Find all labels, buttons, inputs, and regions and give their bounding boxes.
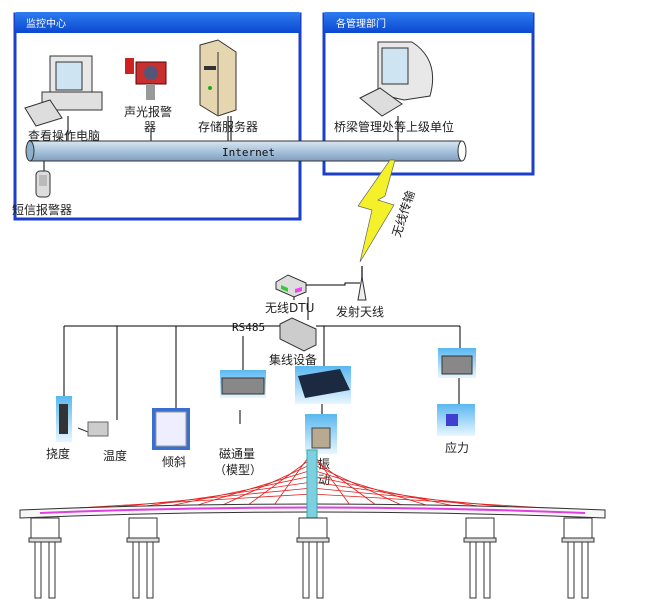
rs485-label: RS485 bbox=[232, 321, 265, 334]
alarm-label: 器 bbox=[144, 120, 156, 134]
bridge-pier bbox=[296, 517, 330, 599]
stress-label: 应力 bbox=[445, 440, 469, 455]
stay-cable bbox=[311, 475, 465, 509]
deflection-label: 挠度 bbox=[46, 446, 70, 461]
stay-cable bbox=[75, 493, 313, 509]
panel-title: 监控中心 bbox=[26, 17, 66, 30]
vibration-collector-icon bbox=[295, 366, 351, 404]
stress-sensor-icon bbox=[437, 404, 475, 436]
stay-cable bbox=[311, 493, 549, 509]
bridge-pier bbox=[28, 517, 62, 599]
magnetic-flux-device-icon bbox=[220, 370, 266, 398]
stress-collector-icon bbox=[438, 348, 476, 378]
bridge-pier bbox=[126, 517, 160, 599]
bridge-pier bbox=[561, 517, 595, 599]
upper-unit-pc-icon bbox=[359, 41, 434, 117]
temperature-label: 温度 bbox=[103, 448, 127, 463]
wireless-transmission-label: 无线传输 bbox=[389, 189, 418, 239]
rs485-bus bbox=[63, 325, 461, 424]
stay-cable bbox=[311, 481, 493, 509]
stay-cable bbox=[131, 481, 313, 509]
bridge-pier bbox=[463, 517, 497, 599]
deflection-sensor-icon bbox=[56, 396, 72, 442]
alarm-label: 声光报警 bbox=[124, 104, 172, 119]
wireless-dtu-label: 无线DTU bbox=[265, 301, 314, 315]
magnetic-flux-label: （模型） bbox=[214, 463, 262, 477]
tilt-label: 倾斜 bbox=[162, 455, 186, 469]
stay-cable bbox=[159, 475, 313, 509]
hub-label: 集线设备 bbox=[269, 352, 317, 367]
tilt-sensor-icon bbox=[152, 408, 190, 450]
antenna-icon bbox=[357, 266, 367, 301]
lightning-bolt-icon bbox=[357, 159, 396, 263]
hub-icon bbox=[279, 317, 317, 352]
dtu-antenna-link bbox=[306, 282, 360, 286]
temperature-sensor-icon bbox=[77, 421, 109, 437]
vibration-sensor-icon bbox=[305, 414, 337, 454]
internet-pipe bbox=[25, 140, 467, 162]
sms-alarm-label: 短信报警器 bbox=[12, 202, 72, 217]
magnetic-flux-label: 磁通量 bbox=[219, 446, 255, 461]
internet-label: Internet bbox=[222, 146, 275, 159]
sms-alarm-phone-icon bbox=[35, 170, 51, 198]
operator-pc-icon bbox=[24, 55, 103, 127]
wireless-dtu-icon bbox=[275, 274, 307, 298]
operator-pc-label: 查看操作电脑 bbox=[28, 128, 100, 143]
sound-light-alarm-icon bbox=[125, 58, 186, 100]
monitoring-center-panel: 监控中心 bbox=[13, 12, 302, 221]
antenna-label: 发射天线 bbox=[336, 304, 384, 319]
vibration-label: 振 bbox=[318, 457, 330, 471]
stay-cables bbox=[75, 451, 549, 509]
storage-server-icon bbox=[199, 39, 237, 117]
panel-title: 各管理部门 bbox=[336, 17, 386, 30]
bridge-piers bbox=[28, 517, 595, 599]
upper-unit-label: 桥梁管理处等上级单位 bbox=[334, 119, 454, 134]
